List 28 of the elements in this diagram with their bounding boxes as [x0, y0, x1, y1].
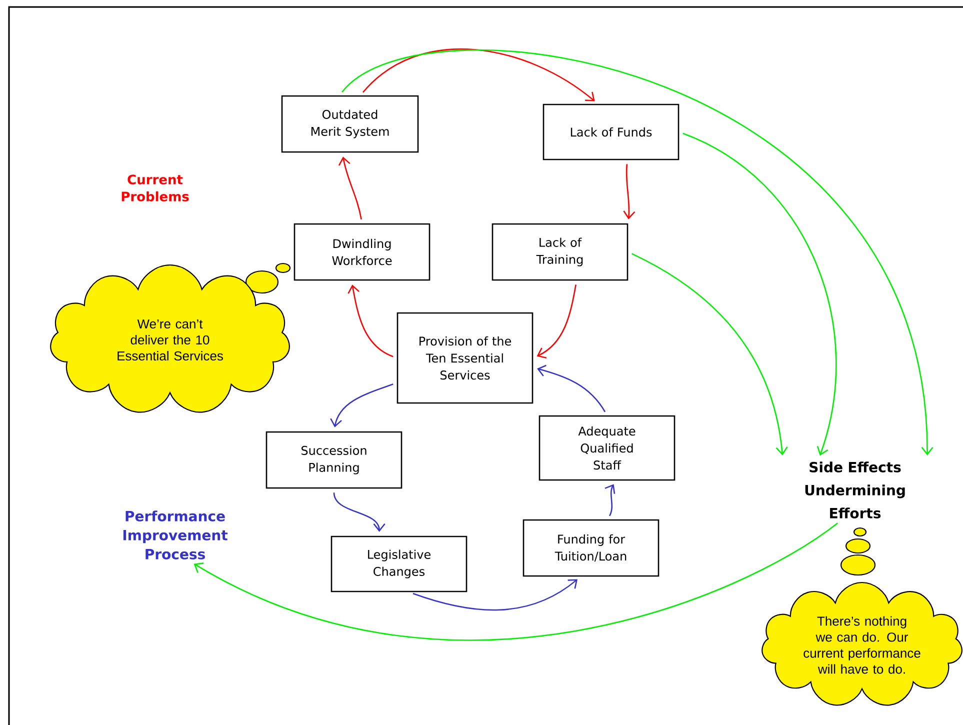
arrow: [537, 364, 606, 412]
process-box: Provision of the Ten Essential Services: [396, 312, 534, 404]
arrow: [348, 284, 394, 358]
thought-cloud: There’s nothing we can do. Our current performance will have to do.: [762, 527, 962, 706]
arrow: [412, 579, 578, 611]
arrow: [333, 492, 386, 532]
arrow: [338, 156, 362, 220]
arrow: [623, 164, 636, 220]
process-box: Lack of Funds: [542, 104, 680, 160]
process-box: Dwindling Workforce: [294, 223, 430, 281]
section-heading: Current Problems: [122, 174, 189, 202]
process-box: Adequate Qualified Staff: [538, 415, 676, 481]
arrow: [632, 253, 788, 456]
arrow: [362, 48, 595, 102]
process-box: Funding for Tuition/Loan: [522, 519, 660, 577]
process-box: Lack of Training: [492, 223, 628, 281]
arrow: [536, 284, 576, 359]
heading-text: Performance Improvement Process: [123, 510, 228, 560]
thought-cloud: We’re can’t deliver the 10 Essential Services: [50, 262, 291, 413]
arrow: [682, 132, 837, 456]
process-box: Legislative Changes: [330, 536, 468, 592]
arrow: [604, 484, 616, 516]
arrow: [194, 522, 838, 641]
process-box: Outdated Merit System: [281, 95, 419, 153]
arrow: [342, 50, 934, 456]
heading-text: Side Effects Undermining Efforts: [805, 462, 905, 518]
process-box: Succession Planning: [266, 431, 402, 489]
arrow: [330, 384, 394, 428]
